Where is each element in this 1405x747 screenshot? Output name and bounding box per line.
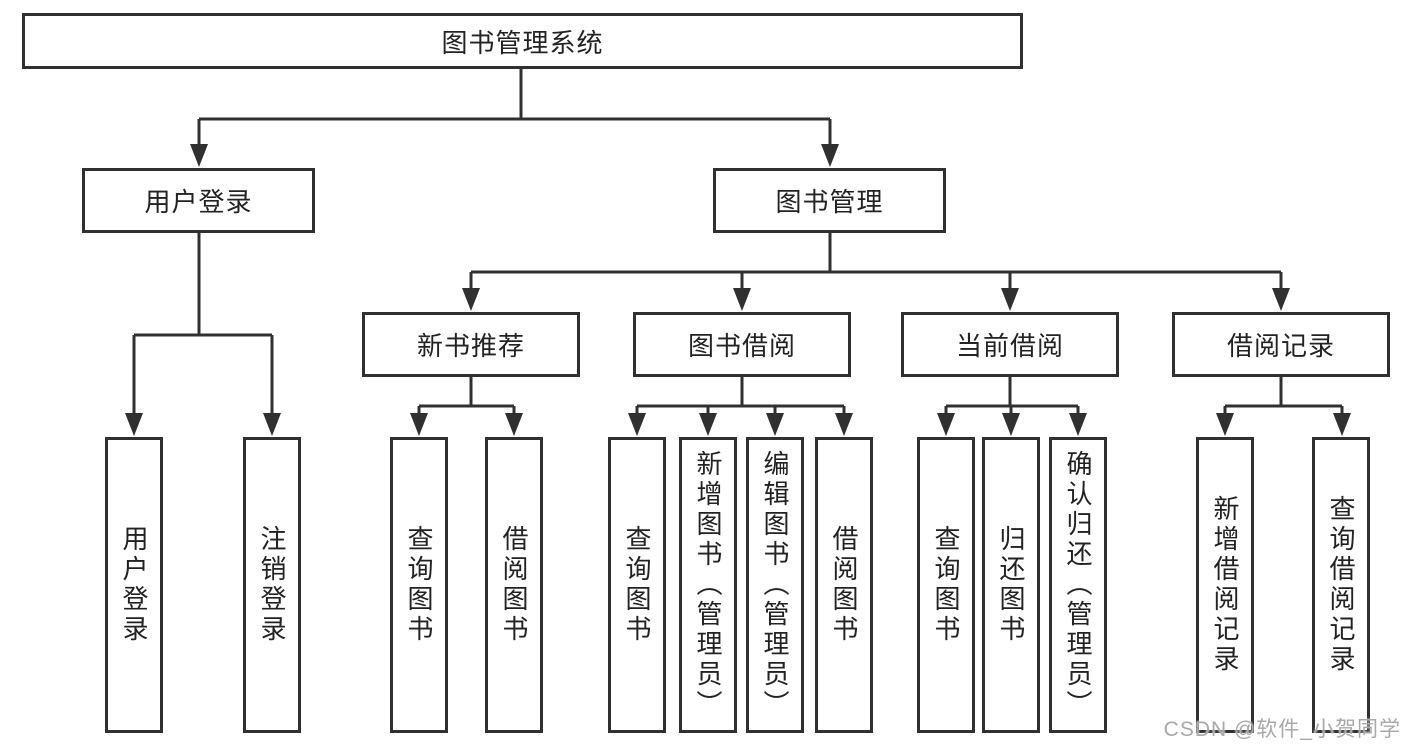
leaf-label: 归还图书 bbox=[996, 525, 1026, 645]
csdn-watermark: CSDN @软件_小贺同学 bbox=[1163, 718, 1401, 741]
leaf-logout: 注销登录 bbox=[243, 437, 301, 733]
arrowhead-leaf-user-login bbox=[125, 413, 143, 436]
node-user-login: 用户登录 bbox=[82, 168, 315, 233]
node-label: 借阅记录 bbox=[1226, 331, 1335, 361]
leaf-bb-add-books-admin: 新增图书（管理员） bbox=[679, 437, 737, 733]
leaf-bb-query-books: 查询图书 bbox=[608, 437, 666, 733]
connector-current-borrow-branch bbox=[944, 377, 1080, 418]
leaf-label: 查询图书 bbox=[931, 525, 961, 645]
connector-book-borrow-branch bbox=[635, 377, 846, 418]
leaf-label: 查询图书 bbox=[622, 525, 652, 645]
arrowhead-bb-query bbox=[628, 413, 646, 436]
arrowhead-new-book bbox=[462, 288, 480, 311]
arrowhead-cb-query bbox=[937, 413, 955, 436]
arrowhead-book-mgmt bbox=[821, 144, 839, 167]
arrowhead-bb-borrow bbox=[835, 413, 853, 436]
leaf-cb-return-books: 归还图书 bbox=[982, 437, 1040, 733]
node-current-borrow: 当前借阅 bbox=[901, 312, 1119, 377]
leaf-label: 新增图书（管理员） bbox=[693, 450, 723, 720]
connector-root-to-level2 bbox=[197, 69, 832, 149]
leaf-cb-confirm-return-admin: 确认归还（管理员） bbox=[1049, 437, 1107, 733]
leaf-label: 编辑图书（管理员） bbox=[760, 450, 790, 720]
arrowhead-br-add bbox=[1216, 413, 1234, 436]
arrowhead-cb-confirm bbox=[1069, 413, 1087, 436]
leaf-bb-borrow-books: 借阅图书 bbox=[815, 437, 873, 733]
arrowhead-current-borrow bbox=[1001, 288, 1019, 311]
arrowhead-bb-edit bbox=[766, 413, 784, 436]
leaf-label: 查询图书 bbox=[404, 525, 434, 645]
leaf-nb-borrow-books: 借阅图书 bbox=[485, 437, 543, 733]
leaf-label: 新增借阅记录 bbox=[1210, 495, 1240, 675]
leaf-user-login: 用户登录 bbox=[105, 437, 163, 733]
connector-user-login-branch bbox=[132, 233, 274, 418]
leaf-label: 用户登录 bbox=[119, 525, 149, 645]
leaf-label: 注销登录 bbox=[257, 525, 287, 645]
node-root: 图书管理系统 bbox=[22, 13, 1023, 69]
node-label: 图书管理 bbox=[775, 187, 884, 217]
leaf-label: 借阅图书 bbox=[829, 525, 859, 645]
arrowhead-cb-return bbox=[1002, 413, 1020, 436]
leaf-label: 确认归还（管理员） bbox=[1063, 450, 1093, 720]
arrowhead-borrow-record bbox=[1272, 288, 1290, 311]
node-root-label: 图书管理系统 bbox=[441, 27, 604, 58]
arrowhead-book-borrow bbox=[733, 288, 751, 311]
node-label: 图书借阅 bbox=[687, 331, 796, 361]
leaf-br-query-record: 查询借阅记录 bbox=[1312, 437, 1370, 733]
node-borrow-record: 借阅记录 bbox=[1172, 312, 1390, 377]
node-label: 新书推荐 bbox=[416, 331, 525, 361]
arrowhead-nb-query bbox=[410, 413, 428, 436]
leaf-nb-query-books: 查询图书 bbox=[390, 437, 448, 733]
leaf-br-add-record: 新增借阅记录 bbox=[1196, 437, 1254, 733]
leaf-label: 借阅图书 bbox=[499, 525, 529, 645]
node-book-borrow: 图书借阅 bbox=[633, 312, 851, 377]
arrowhead-nb-borrow bbox=[505, 413, 523, 436]
leaf-bb-edit-books-admin: 编辑图书（管理员） bbox=[746, 437, 804, 733]
node-label: 当前借阅 bbox=[955, 331, 1064, 361]
arrowhead-leaf-logout bbox=[263, 413, 281, 436]
leaf-label: 查询借阅记录 bbox=[1326, 495, 1356, 675]
node-new-book-recommend: 新书推荐 bbox=[362, 312, 580, 377]
arrowhead-user-login bbox=[190, 144, 208, 167]
arrowhead-br-query bbox=[1333, 413, 1351, 436]
arrowhead-bb-add bbox=[699, 413, 717, 436]
connector-new-book-branch bbox=[417, 377, 516, 418]
connector-book-mgmt-branch bbox=[469, 233, 1283, 293]
connector-borrow-record-branch bbox=[1223, 377, 1344, 418]
node-book-mgmt: 图书管理 bbox=[713, 168, 946, 233]
node-label: 用户登录 bbox=[144, 187, 253, 217]
leaf-cb-query-books: 查询图书 bbox=[917, 437, 975, 733]
